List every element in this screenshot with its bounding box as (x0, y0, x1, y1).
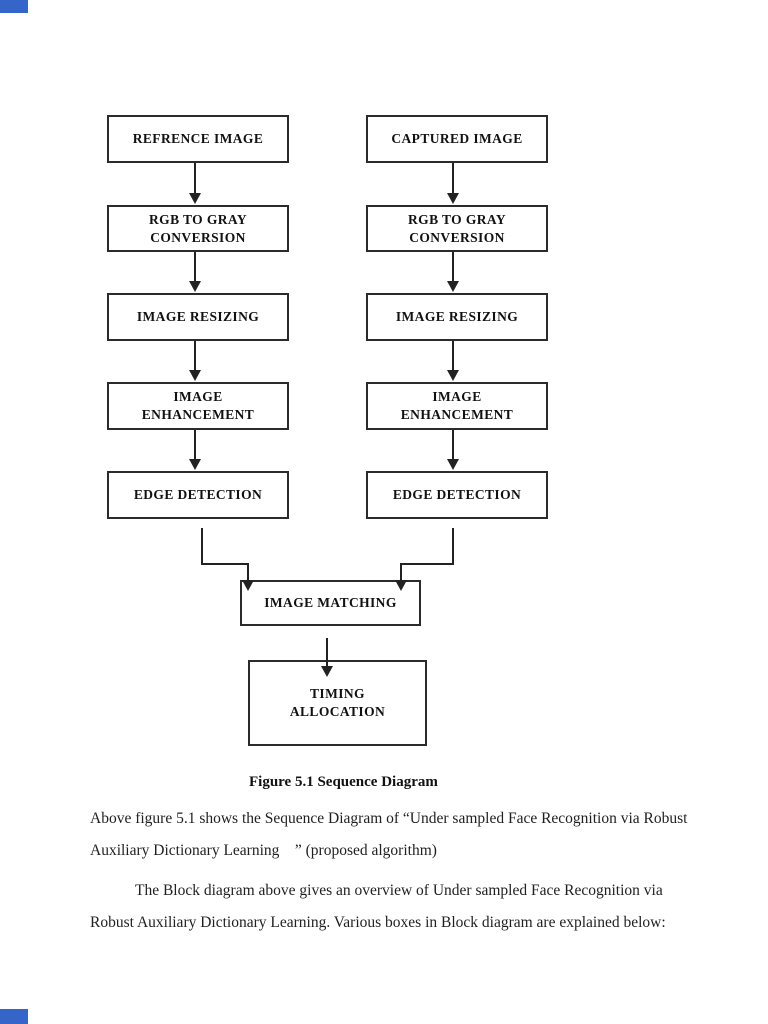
page-corner-marker-top-left (0, 0, 28, 13)
connector-line (452, 341, 454, 371)
flow-box-label: IMAGE RESIZING (136, 309, 260, 324)
flow-box-label: RGB TO GRAY CONVERSION (408, 211, 506, 245)
arrowhead-down-icon (189, 370, 201, 381)
paragraph-line: Auxiliary Dictionary Learning ” (propose… (90, 842, 437, 859)
flow-box-label: RGB TO GRAY CONVERSION (149, 211, 247, 245)
flow-box-image-enhancement-left: IMAGE ENHANCEMENT (107, 382, 289, 430)
flow-box-image-enhancement-right: IMAGE ENHANCEMENT (366, 382, 548, 430)
flow-box-rgb-to-gray-left: RGB TO GRAY CONVERSION (107, 205, 289, 252)
connector-line (201, 563, 249, 565)
connector-line (194, 430, 196, 460)
flow-box-label: TIMING ALLOCATION (289, 686, 386, 719)
flow-box-label: CAPTURED IMAGE (391, 131, 523, 146)
connector-line (247, 563, 249, 582)
flow-box-label: IMAGE RESIZING (395, 309, 519, 324)
connector-line (194, 341, 196, 371)
flow-box-edge-detection-right: EDGE DETECTION (366, 471, 548, 519)
page-corner-marker-bottom-left (0, 1009, 28, 1024)
arrowhead-down-icon (447, 370, 459, 381)
flow-box-edge-detection-left: EDGE DETECTION (107, 471, 289, 519)
connector-line (194, 252, 196, 282)
connector-line (194, 163, 196, 194)
arrowhead-down-icon (189, 193, 201, 204)
figure-caption: Figure 5.1 Sequence Diagram (249, 774, 438, 790)
flow-box-label: EDGE DETECTION (133, 487, 263, 502)
flow-box-label: IMAGE ENHANCEMENT (141, 389, 255, 422)
flow-box-label: IMAGE ENHANCEMENT (400, 389, 514, 422)
flow-box-reference-image: REFRENCE IMAGE (107, 115, 289, 163)
arrowhead-down-icon (395, 580, 407, 591)
connector-line (452, 430, 454, 460)
flow-box-label: REFRENCE IMAGE (132, 131, 264, 146)
connector-line (452, 528, 454, 565)
connector-line (452, 163, 454, 194)
flow-box-label: EDGE DETECTION (392, 487, 522, 502)
flow-box-image-resizing-right: IMAGE RESIZING (366, 293, 548, 341)
flow-box-captured-image: CAPTURED IMAGE (366, 115, 548, 163)
arrowhead-down-icon (447, 193, 459, 204)
arrowhead-down-icon (447, 459, 459, 470)
paragraph-line: The Block diagram above gives an overvie… (135, 882, 663, 899)
arrowhead-down-icon (189, 281, 201, 292)
connector-line (400, 563, 454, 565)
arrowhead-down-icon (242, 580, 254, 591)
connector-line (400, 563, 402, 582)
connector-line (326, 638, 328, 668)
flow-box-timing-allocation: TIMING ALLOCATION (248, 660, 427, 746)
arrowhead-down-icon (321, 666, 333, 677)
paragraph-line: Above figure 5.1 shows the Sequence Diag… (90, 810, 688, 827)
flow-box-label: IMAGE MATCHING (264, 595, 397, 610)
flow-box-rgb-to-gray-right: RGB TO GRAY CONVERSION (366, 205, 548, 252)
connector-line (452, 252, 454, 282)
paragraph-line: Robust Auxiliary Dictionary Learning. Va… (90, 914, 666, 931)
flow-box-image-matching: IMAGE MATCHING (240, 580, 421, 626)
connector-line (201, 528, 203, 565)
flow-box-image-resizing-left: IMAGE RESIZING (107, 293, 289, 341)
arrowhead-down-icon (447, 281, 459, 292)
arrowhead-down-icon (189, 459, 201, 470)
